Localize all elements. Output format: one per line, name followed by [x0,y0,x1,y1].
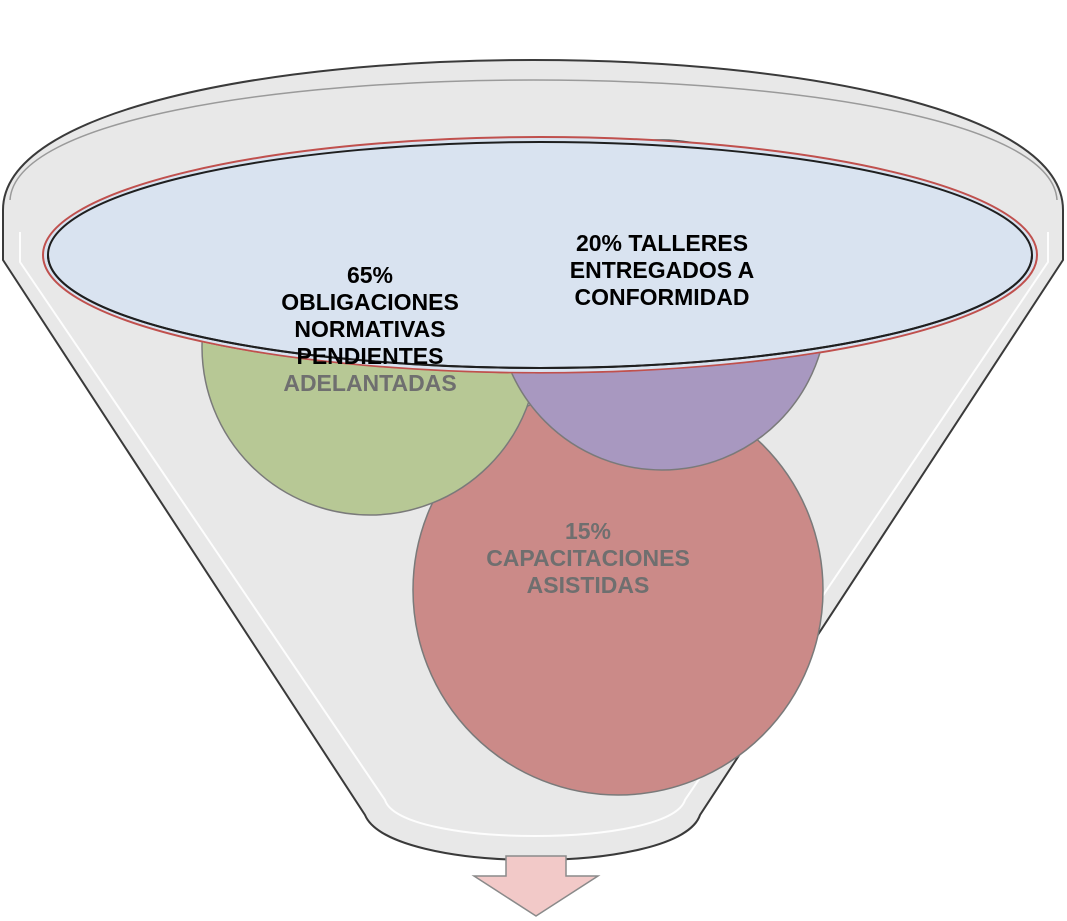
label-obligaciones-line-4: PENDIENTES [296,343,444,369]
funnel-rim [42,136,1038,374]
label-talleres-line-2: ENTREGADOS A [569,257,755,283]
label-talleres-line-1: 20% TALLERES [575,230,749,256]
label-capacitaciones-line-1: 15% [564,518,612,544]
label-obligaciones-line-2: OBLIGACIONES [281,289,459,315]
label-capacitaciones: 15% CAPACITACIONES ASISTIDAS [448,518,728,599]
label-obligaciones: 65% OBLIGACIONES NORMATIVAS PENDIENTES A… [230,262,510,397]
arrow-down-icon [471,855,601,917]
label-talleres-line-3: CONFORMIDAD [574,284,750,310]
label-obligaciones-line-5: ADELANTADAS [283,370,457,396]
label-obligaciones-line-1: 65% [346,262,394,288]
label-capacitaciones-line-3: ASISTIDAS [526,572,650,598]
label-talleres: 20% TALLERES ENTREGADOS A CONFORMIDAD [522,230,802,311]
label-capacitaciones-line-2: CAPACITACIONES [486,545,690,571]
label-obligaciones-line-3: NORMATIVAS [294,316,446,342]
